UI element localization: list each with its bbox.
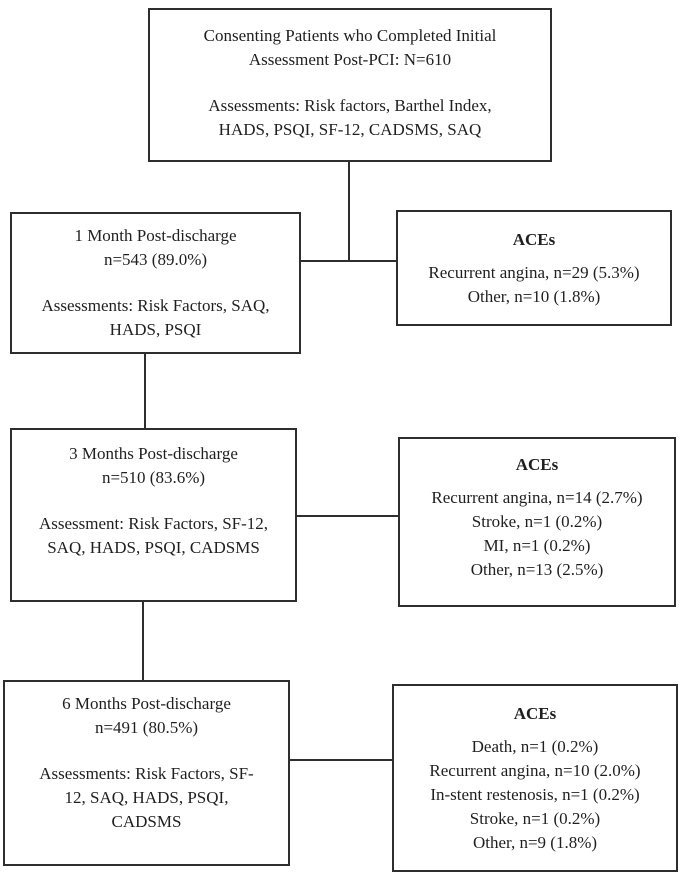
spacer <box>12 490 295 512</box>
aces-event: Other, n=13 (2.5%) <box>470 560 604 579</box>
followup-assessments-line: Assessments: Risk Factors, SF- <box>39 764 254 783</box>
aces-event: Death, n=1 (0.2%) <box>471 737 599 756</box>
aces-title: ACEs <box>512 230 556 249</box>
root-assessments-line: Assessments: Risk factors, Barthel Index… <box>208 96 492 115</box>
connector-stage2-to-stage3 <box>142 602 144 680</box>
aces-event: Recurrent angina, n=29 (5.3%) <box>428 263 640 282</box>
followup-3-months-box: 3 Months Post-discharge n=510 (83.6%) As… <box>10 428 297 602</box>
followup-assessments-line: 12, SAQ, HADS, PSQI, <box>64 788 229 807</box>
spacer <box>150 72 550 94</box>
aces-event: Stroke, n=1 (0.2%) <box>471 512 603 531</box>
aces-event: Stroke, n=1 (0.2%) <box>469 809 601 828</box>
aces-event: Recurrent angina, n=14 (2.7%) <box>431 488 643 507</box>
connector-root-to-stage1 <box>348 162 350 262</box>
spacer <box>398 252 670 261</box>
followup-1-month-box: 1 Month Post-discharge n=543 (89.0%) Ass… <box>10 212 301 354</box>
followup-heading: 6 Months Post-discharge <box>62 694 231 713</box>
followup-heading: 1 Month Post-discharge <box>74 226 237 245</box>
aces-event: In-stent restenosis, n=1 (0.2%) <box>430 785 640 804</box>
spacer <box>5 740 288 762</box>
connector-stage3-to-aces3 <box>290 759 392 761</box>
followup-heading: 3 Months Post-discharge <box>69 444 238 463</box>
root-assessments-line: HADS, PSQI, SF-12, CADSMS, SAQ <box>218 120 482 139</box>
followup-assessments-line: Assessment: Risk Factors, SF-12, <box>38 514 269 533</box>
aces-1-month-box: ACEs Recurrent angina, n=29 (5.3%) Other… <box>396 210 672 326</box>
connector-stage1-to-stage2 <box>144 354 146 428</box>
aces-6-months-box: ACEs Death, n=1 (0.2%) Recurrent angina,… <box>392 684 678 872</box>
spacer <box>394 726 676 735</box>
aces-title: ACEs <box>513 704 557 723</box>
followup-n-value: n=543 (89.0%) <box>103 250 208 269</box>
aces-event: Recurrent angina, n=10 (2.0%) <box>429 761 641 780</box>
followup-6-months-box: 6 Months Post-discharge n=491 (80.5%) As… <box>3 680 290 866</box>
connector-stage2-to-aces2 <box>297 515 398 517</box>
followup-assessments-line: SAQ, HADS, PSQI, CADSMS <box>47 538 260 557</box>
spacer <box>400 477 674 486</box>
root-title-line: Assessment Post-PCI: N=610 <box>248 50 452 69</box>
followup-assessments-line: HADS, PSQI <box>109 320 202 339</box>
connector-stage1-to-aces1 <box>301 260 396 262</box>
root-title-line: Consenting Patients who Completed Initia… <box>203 26 497 45</box>
aces-event: MI, n=1 (0.2%) <box>483 536 591 555</box>
aces-title: ACEs <box>515 455 559 474</box>
followup-assessments-line: Assessments: Risk Factors, SAQ, <box>41 296 270 315</box>
aces-event: Other, n=9 (1.8%) <box>472 833 598 852</box>
followup-n-value: n=491 (80.5%) <box>94 718 199 737</box>
aces-3-months-box: ACEs Recurrent angina, n=14 (2.7%) Strok… <box>398 437 676 607</box>
aces-event: Other, n=10 (1.8%) <box>467 287 601 306</box>
followup-assessments-line: CADSMS <box>111 812 182 831</box>
root-enrollment-box: Consenting Patients who Completed Initia… <box>148 8 552 162</box>
followup-n-value: n=510 (83.6%) <box>101 468 206 487</box>
spacer <box>12 272 299 294</box>
